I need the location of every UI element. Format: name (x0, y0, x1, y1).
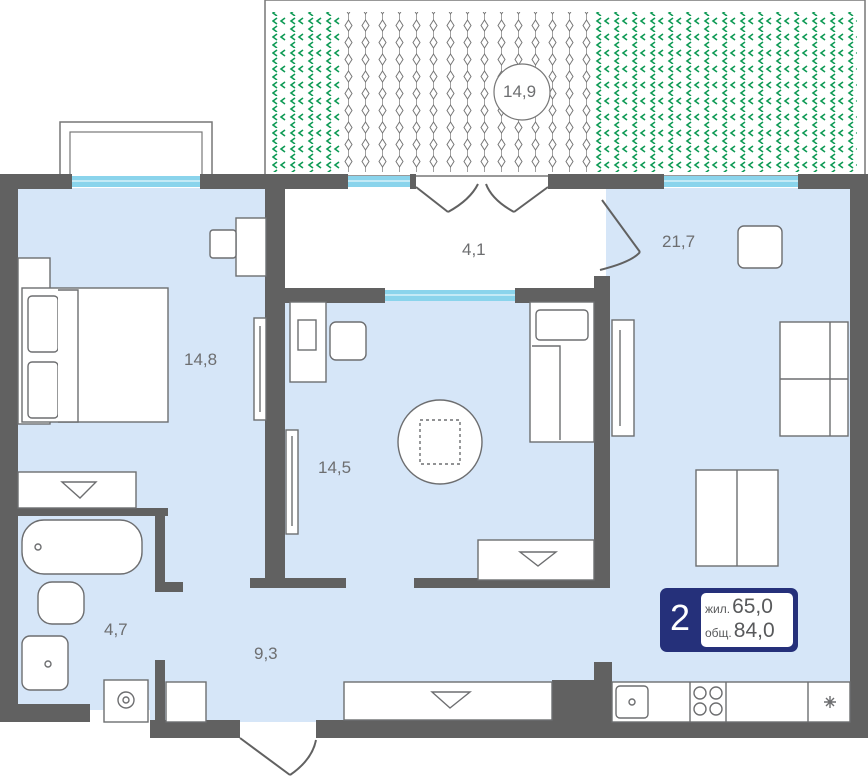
room-area-corridor: 9,3 (254, 644, 278, 663)
room-area-living: 21,7 (662, 232, 696, 251)
room-count: 2 (670, 597, 691, 638)
left-bedroom-furniture (17, 217, 267, 509)
walls (0, 174, 868, 738)
room-area-terrace: 14,9 (503, 82, 537, 101)
living-area-value: 65,0 (732, 595, 773, 618)
total-area-label: общ. (705, 626, 732, 640)
total-area-row: общ.84,0 (705, 619, 775, 643)
floors (18, 188, 850, 722)
terrace (264, 0, 866, 177)
total-area-value: 84,0 (733, 619, 775, 642)
kitchen-counter (611, 681, 851, 723)
living-room-furniture (343, 225, 849, 721)
room-area-bedroom-left: 14,8 (184, 350, 218, 369)
doors (239, 183, 641, 776)
room-area-hall: 4,1 (462, 240, 486, 259)
room-area-bathroom: 4,7 (104, 620, 128, 639)
bathroom-fixtures (21, 519, 207, 723)
area-panel: жил.65,0 общ.84,0 (701, 593, 793, 647)
center-bedroom-furniture (285, 301, 595, 581)
room-area-bedroom-center: 14,5 (318, 458, 352, 477)
apartment-summary-badge: 2 жил.65,0 общ.84,0 (660, 588, 798, 652)
living-area-row: жил.65,0 (705, 595, 773, 619)
left-balcony (59, 121, 213, 181)
living-area-label: жил. (705, 602, 731, 616)
